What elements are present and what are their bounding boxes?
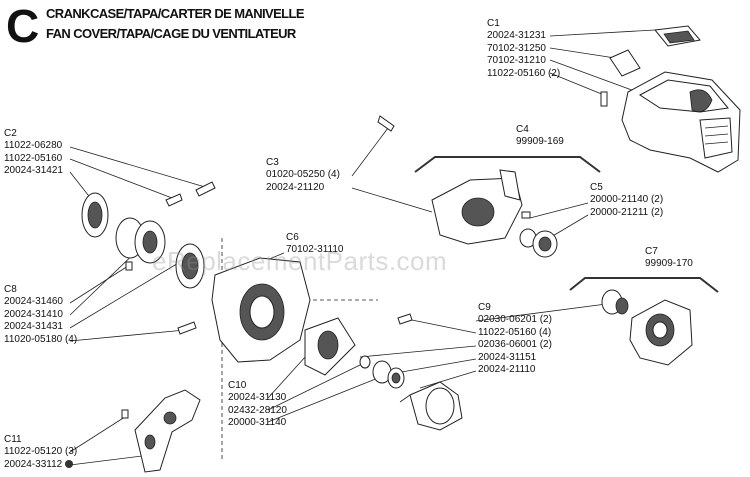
part-number: 20024-21110 — [478, 363, 536, 375]
part-number: 11022-05160 (4) — [478, 326, 552, 338]
part-number: 11022-05160 — [4, 152, 63, 164]
callout-ref: C6 — [286, 232, 299, 243]
part-number: 20024-31231 — [487, 30, 546, 42]
part-number: 20000-21211 (2) — [590, 206, 664, 218]
callout-ref: C5 — [590, 182, 603, 193]
callout-c1: C1 20024-31231 70102-31250 70102-31210 1… — [487, 18, 560, 80]
part-number: 20024-31130 — [228, 392, 287, 404]
callout-c6: C6 70102-31110 — [286, 232, 343, 257]
callout-c10: C10 20024-31130 02432-28120 20000-31140 — [228, 380, 287, 430]
callout-c11: C11 11022-05120 (3) 20024-33112 — [4, 434, 77, 471]
callout-c8: C8 20024-31460 20024-31410 20024-31431 1… — [4, 284, 77, 346]
part-number: 70102-31110 — [286, 244, 344, 256]
part-number: 11022-06280 — [4, 140, 63, 152]
callout-ref: C8 — [4, 284, 17, 295]
part-number: 11022-05120 (3) — [4, 446, 78, 458]
callout-c5: C5 20000-21140 (2) 20000-21211 (2) — [590, 182, 663, 219]
callout-ref: C11 — [4, 434, 22, 445]
part-number: 99909-169 — [516, 136, 564, 148]
part-number: 70102-31250 — [487, 42, 546, 54]
callout-ref: C4 — [516, 124, 529, 135]
callout-ref: C3 — [266, 157, 279, 168]
part-number: 20024-31410 — [4, 308, 63, 320]
main-crankcase-part — [211, 257, 356, 376]
part-number: 02432-28120 — [228, 404, 287, 416]
part-number: 20024-31151 — [478, 351, 537, 363]
callout-ref: C1 — [487, 18, 500, 29]
callout-ref: C2 — [4, 128, 17, 139]
section-title-line1: CRANKCASE/TAPA/CARTER DE MANIVELLE — [46, 6, 305, 21]
callout-c4: C4 99909-169 — [516, 124, 564, 149]
part-number: 99909-170 — [645, 258, 693, 270]
shaft-assembly — [359, 313, 463, 431]
watermark: eReplacementParts.com — [152, 246, 448, 276]
bracket-part — [121, 389, 201, 473]
clutch-housing-part — [601, 289, 693, 366]
part-number: 20024-33112 — [4, 458, 63, 470]
part-number: 02036-06001 (2) — [478, 339, 552, 351]
part-number: 70102-31210 — [487, 55, 546, 67]
part-number: 11022-05160 (2) — [487, 67, 561, 79]
part-number: 20024-31460 — [4, 296, 63, 308]
part-number: 01020-05250 (4) — [266, 169, 340, 181]
callout-ref: C7 — [645, 246, 658, 257]
crankcase-half-part — [377, 115, 531, 245]
callout-c7: C7 99909-170 — [645, 246, 693, 271]
kit-brackets — [414, 156, 719, 293]
c5-bearings — [519, 228, 558, 258]
callout-c3: C3 01020-05250 (4) 20024-21120 — [266, 157, 340, 194]
part-number: 20024-21120 — [266, 181, 325, 193]
part-number: 20024-31431 — [4, 321, 63, 333]
section-title-line2: FAN COVER/TAPA/CAGE DU VENTILATEUR — [46, 26, 296, 41]
c2-screws — [165, 181, 216, 207]
callout-ref: C9 — [478, 302, 491, 313]
part-number: 11020-05180 (4) — [4, 333, 78, 345]
callout-c2: C2 11022-06280 11022-05160 20024-31421 — [4, 128, 63, 178]
bearing-stack — [81, 192, 205, 335]
bullet-dot-icon — [65, 459, 74, 468]
part-number: 20000-21140 (2) — [590, 194, 664, 206]
part-number: 20000-31140 — [228, 417, 287, 429]
callout-ref: C10 — [228, 380, 247, 391]
part-number: 02030-06201 (2) — [478, 314, 552, 326]
callout-c9: C9 02030-06201 (2) 11022-05160 (4) 02036… — [478, 302, 552, 376]
fan-cover-part — [600, 25, 741, 173]
section-letter: C — [6, 0, 40, 52]
part-number: 20024-31421 — [4, 165, 63, 177]
